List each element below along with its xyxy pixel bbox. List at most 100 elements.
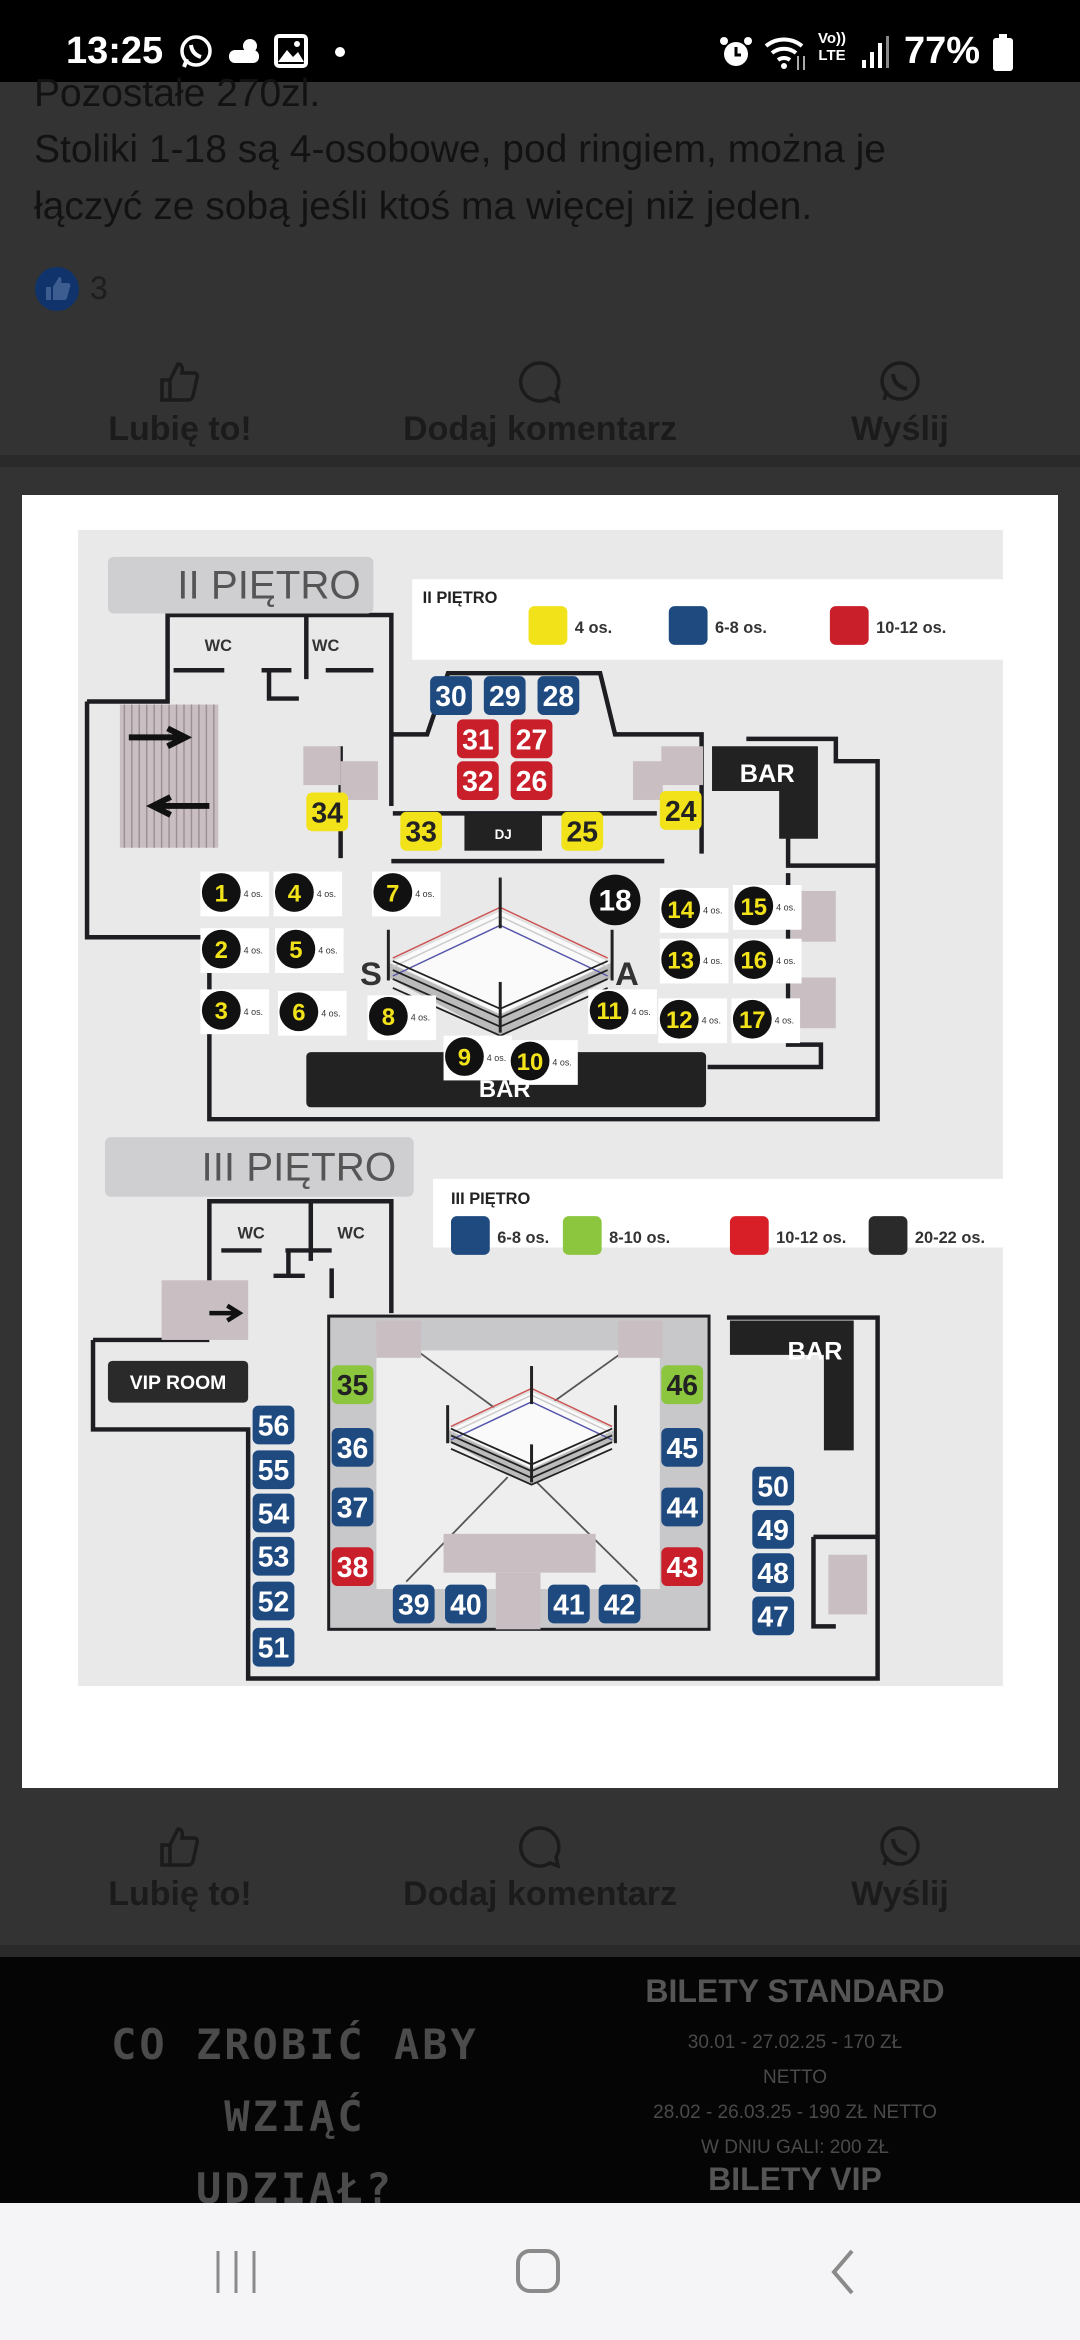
- ticket-price-line: 28.02 - 26.03.25 - 190 ZŁ NETTO: [653, 2102, 937, 2123]
- table-number: 28: [543, 681, 575, 713]
- share-whatsapp-button[interactable]: Wyślij: [750, 1805, 1050, 1914]
- legend-swatch: [451, 1216, 490, 1255]
- vip-room[interactable]: [107, 1360, 249, 1403]
- table-capacity: 4 os.: [776, 902, 795, 912]
- table-number: 42: [604, 1589, 636, 1621]
- table-number: 11: [596, 998, 621, 1025]
- table-2[interactable]: 4 os.2: [200, 928, 270, 974]
- table-17[interactable]: 4 os.17: [731, 998, 801, 1044]
- table-33[interactable]: 33: [400, 811, 443, 851]
- table-8[interactable]: 4 os.8: [367, 995, 437, 1041]
- like-button[interactable]: Lubię to!: [30, 340, 330, 449]
- table-56[interactable]: 56: [252, 1405, 295, 1445]
- table-3[interactable]: 4 os.3: [200, 989, 270, 1035]
- staircase: [495, 1572, 541, 1630]
- post-actions: Lubię to! Dodaj komentarz Wyślij: [0, 1805, 1080, 1965]
- table-27[interactable]: 27: [510, 719, 553, 759]
- legend-swatch: [562, 1216, 602, 1255]
- table-15[interactable]: 4 os.15: [732, 885, 802, 930]
- table-number: 35: [337, 1370, 369, 1402]
- vip-tickets-title: BILETY VIP: [708, 2161, 882, 2197]
- table-capacity: 4 os.: [702, 1016, 721, 1026]
- table-number: 10: [517, 1049, 544, 1076]
- battery-icon: [993, 34, 1013, 71]
- divider: [0, 455, 1080, 467]
- table-number: 12: [666, 1007, 693, 1034]
- table-25[interactable]: 25: [561, 811, 604, 851]
- table-48[interactable]: 48: [752, 1553, 795, 1593]
- table-28[interactable]: 28: [537, 676, 580, 715]
- table-46[interactable]: 46: [661, 1365, 704, 1405]
- table-47[interactable]: 47: [752, 1596, 795, 1636]
- table-9[interactable]: 4 os.9: [443, 1035, 513, 1081]
- comment-button[interactable]: Dodaj komentarz: [390, 1805, 690, 1914]
- table-49[interactable]: 49: [752, 1509, 795, 1549]
- table-42[interactable]: 42: [598, 1584, 641, 1624]
- table-50[interactable]: 50: [752, 1466, 795, 1506]
- table-35[interactable]: 35: [331, 1365, 374, 1405]
- table-14[interactable]: 4 os.14: [659, 887, 729, 933]
- table-44[interactable]: 44: [661, 1487, 704, 1527]
- table-number: 53: [258, 1542, 290, 1574]
- table-10[interactable]: 4 os.10: [509, 1040, 578, 1085]
- table-31[interactable]: 31: [456, 719, 499, 759]
- staircase: [618, 1320, 663, 1358]
- share-whatsapp-button[interactable]: Wyślij: [750, 340, 1050, 449]
- table-54[interactable]: 54: [252, 1493, 295, 1533]
- table-marker: [331, 1365, 374, 1405]
- table-16[interactable]: 4 os.16: [732, 938, 802, 984]
- table-number: 13: [667, 948, 694, 975]
- table-36[interactable]: 36: [331, 1427, 374, 1467]
- banner-headline: CO ZROBIĆ ABY WZIĄĆ: [111, 2020, 479, 2141]
- table-marker: [252, 1536, 295, 1576]
- table-53[interactable]: 53: [252, 1536, 295, 1576]
- table-45[interactable]: 45: [661, 1427, 704, 1467]
- post-image-seating-map[interactable]: II PIĘTRO WC WC II PIĘTRO 4 os.6-8 os.10…: [22, 495, 1058, 1788]
- table-34[interactable]: 34: [306, 792, 349, 832]
- table-12[interactable]: 4 os. 12: [658, 998, 727, 1044]
- table-number: 33: [405, 817, 437, 849]
- table-number: 44: [666, 1492, 698, 1524]
- table-marker: [537, 676, 580, 715]
- table-24[interactable]: 24: [659, 791, 702, 830]
- next-post-image[interactable]: CO ZROBIĆ ABY WZIĄĆ UDZIAŁ? BILETY STAND…: [0, 1957, 1080, 2213]
- table-marker: [445, 1584, 487, 1624]
- floor2-title-box: [107, 556, 374, 614]
- table-39[interactable]: 39: [392, 1584, 435, 1624]
- table-5[interactable]: 4 os.5: [274, 928, 344, 974]
- table-4[interactable]: 4 os.4: [273, 871, 343, 917]
- table-55[interactable]: 55: [252, 1450, 295, 1490]
- table-30[interactable]: 30: [430, 676, 472, 715]
- table-number: 32: [462, 766, 494, 798]
- table-52[interactable]: 52: [252, 1581, 295, 1621]
- table-marker: [252, 1493, 295, 1533]
- table-41[interactable]: 41: [547, 1584, 590, 1624]
- table-marker: [456, 719, 499, 759]
- reactions-summary[interactable]: 3: [34, 266, 108, 311]
- table-18[interactable]: 18: [589, 874, 641, 926]
- table-51[interactable]: 51: [252, 1627, 295, 1667]
- table-11[interactable]: 4 os.11: [588, 989, 657, 1035]
- table-43[interactable]: 43: [661, 1547, 704, 1587]
- comment-button[interactable]: Dodaj komentarz: [390, 340, 690, 449]
- back-icon[interactable]: [824, 2247, 864, 2297]
- table-37[interactable]: 37: [331, 1487, 374, 1527]
- legend-label: 4 os.: [575, 619, 612, 637]
- table-number: 34: [311, 797, 343, 829]
- table-6[interactable]: 4 os.6: [277, 990, 347, 1036]
- table-number: 14: [667, 897, 694, 924]
- like-button[interactable]: Lubię to!: [30, 1805, 330, 1914]
- table-number: 50: [757, 1472, 789, 1504]
- table-40[interactable]: 40: [445, 1584, 487, 1624]
- table-32[interactable]: 32: [456, 761, 499, 800]
- table-7[interactable]: 4 os.7: [371, 871, 441, 917]
- home-icon[interactable]: [514, 2247, 564, 2297]
- recent-apps-icon[interactable]: [212, 2247, 262, 2297]
- table-29[interactable]: 29: [483, 676, 526, 715]
- table-number: 8: [382, 1004, 395, 1031]
- table-1[interactable]: 4 os.1: [200, 871, 270, 917]
- table-38[interactable]: 38: [331, 1547, 374, 1587]
- table-26[interactable]: 26: [510, 761, 553, 800]
- table-13[interactable]: 4 os.13: [659, 938, 729, 984]
- cloud-icon: [229, 39, 259, 63]
